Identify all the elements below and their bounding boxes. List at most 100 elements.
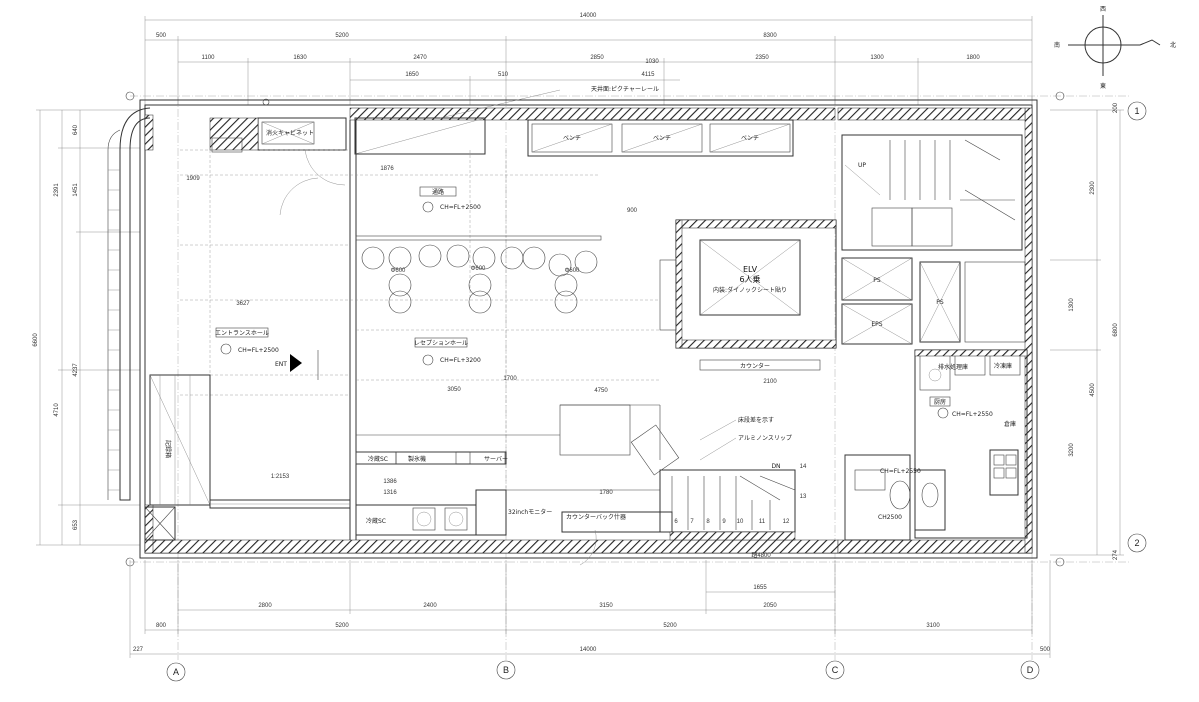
- staircase-lower: [579, 469, 796, 566]
- dim-top-mid: 8300: [763, 33, 777, 39]
- grid-col-label: B: [503, 665, 509, 675]
- stair-run-label: 踏4800: [751, 551, 771, 559]
- dim-top-seg: 1800: [966, 55, 980, 61]
- dimension-lines-right: [1050, 109, 1124, 556]
- staircase-upper: [841, 134, 1023, 251]
- kitchen-tag: [929, 396, 951, 407]
- elv-capacity: 6人乗: [739, 274, 760, 284]
- leader-line: [439, 89, 561, 119]
- dim-bottom-seg: 2050: [763, 603, 777, 609]
- table-label: Φ600: [565, 268, 580, 274]
- storage-label: 倉庫: [1004, 420, 1016, 428]
- dim-right: 2300: [1090, 181, 1096, 195]
- dim-bottom-mid: 800: [156, 623, 167, 629]
- prep-label: 製氷機: [408, 455, 426, 463]
- ceiling-symbol-icon: [937, 407, 949, 419]
- waste-room-label: 排水処理庫: [938, 363, 968, 371]
- dim-bottom-mid: 5200: [335, 623, 349, 629]
- grid-row-label: 2: [1134, 538, 1139, 548]
- server-label: サーバー: [484, 456, 508, 463]
- corridor-label: 通路: [432, 188, 444, 196]
- bar-counter: [355, 404, 673, 536]
- entrance-tag: [215, 327, 269, 338]
- ps-label: PS: [873, 277, 881, 284]
- stair-number: 6: [674, 519, 678, 525]
- fire-cabinet-label: 消火キャビネット: [266, 129, 314, 137]
- fridge-label: 冷蔵SC: [368, 455, 388, 463]
- leader-line: [699, 419, 737, 441]
- stair-number: 9: [722, 519, 726, 525]
- compass-icon: [1068, 15, 1161, 76]
- misc-dim: 1780: [599, 490, 613, 496]
- dim-bottom-seg: 3150: [599, 603, 613, 609]
- dim-top-seg: 1630: [293, 55, 307, 61]
- compass-west: 西: [1100, 6, 1106, 13]
- bench-label: ベンチ: [741, 135, 759, 142]
- dim-top-seg: 2470: [413, 55, 427, 61]
- entrance-arrow-icon: [290, 354, 302, 372]
- dim-left: 653: [73, 519, 79, 530]
- reception-label: レセプションホール: [414, 340, 468, 347]
- elv-finish: 内装:ダイノックシート貼り: [713, 286, 787, 294]
- dim-left: 640: [73, 124, 79, 135]
- kitchen-wc-block: [844, 349, 1028, 541]
- bench-alcoves: [354, 117, 794, 157]
- nonslip-note: アルミノンスリップ: [738, 435, 792, 442]
- stair-number: 10: [737, 519, 744, 525]
- fire-cabinet-room: [209, 117, 347, 153]
- stair-dn-label: DN: [771, 463, 780, 470]
- counter-label: カウンター: [740, 362, 770, 370]
- grid-col-label: C: [832, 665, 839, 675]
- dimension-lines-bottom: [129, 560, 1051, 658]
- dim-bottom-side: 500: [1040, 647, 1051, 653]
- dim-top-inner: 510: [498, 72, 509, 78]
- dim-bottom-extra: 1655: [753, 585, 767, 591]
- dim-top-seg: 2350: [755, 55, 769, 61]
- kitchen-ch: CH=FL+2550: [952, 411, 993, 418]
- misc-dim: 1876: [380, 166, 394, 172]
- dimension-lines-left: [36, 109, 140, 546]
- dim-bottom-side: 227: [133, 647, 144, 653]
- dim-right: 1300: [1069, 298, 1075, 312]
- stair-number: 12: [783, 519, 790, 525]
- grid-axis-lines: [125, 91, 1147, 682]
- dim-left: 6600: [33, 333, 39, 347]
- reception-ch: CH=FL+3200: [440, 357, 481, 364]
- dim-top-mid: 500: [156, 33, 167, 39]
- grid-col-label: A: [173, 667, 179, 677]
- table-label: Φ600: [391, 268, 406, 274]
- entrance-ch: CH=FL+2500: [238, 347, 279, 354]
- dim-top-seg: 1100: [202, 55, 216, 61]
- misc-dim: 1030: [645, 59, 659, 65]
- dim-right: 6800: [1113, 323, 1119, 337]
- misc-dim: 1316: [383, 490, 397, 496]
- misc-dim: 1700: [503, 376, 517, 382]
- ceiling-rail-note: 天井面:ピクチャーレール: [591, 85, 659, 93]
- exterior-walls: [139, 99, 1038, 559]
- step-note: 床段差を示す: [738, 416, 774, 424]
- dim-top-inner: 1650: [405, 72, 419, 78]
- bench-label: ベンチ: [653, 135, 671, 142]
- stair-number: 14: [800, 464, 807, 470]
- dim-bottom-seg: 2800: [258, 603, 272, 609]
- counter-back-label: カウンターバック什器: [566, 513, 626, 521]
- door-swing: [304, 149, 346, 186]
- dim-top-seg: 2850: [590, 55, 604, 61]
- record-box-label: 記録箱: [164, 440, 172, 458]
- round-tables: [361, 244, 598, 314]
- compass-south: 南: [1054, 41, 1060, 49]
- grid-col-label: D: [1027, 665, 1034, 675]
- misc-dim: 3050: [447, 387, 461, 393]
- record-box-area: [144, 374, 211, 541]
- dim-right: 4500: [1090, 383, 1096, 397]
- dim-bottom-mid: 5200: [663, 623, 677, 629]
- stair-number: 8: [706, 519, 710, 525]
- shafts: [841, 257, 1026, 345]
- wc-ch2: CH2500: [878, 514, 902, 521]
- interior-walls: [180, 120, 660, 540]
- table-label: Φ600: [471, 266, 486, 272]
- misc-dim: 1909: [186, 176, 200, 182]
- angled-door: [630, 424, 680, 476]
- fridge-label: 冷蔵SC: [366, 517, 386, 525]
- corridor-tag: [419, 186, 457, 197]
